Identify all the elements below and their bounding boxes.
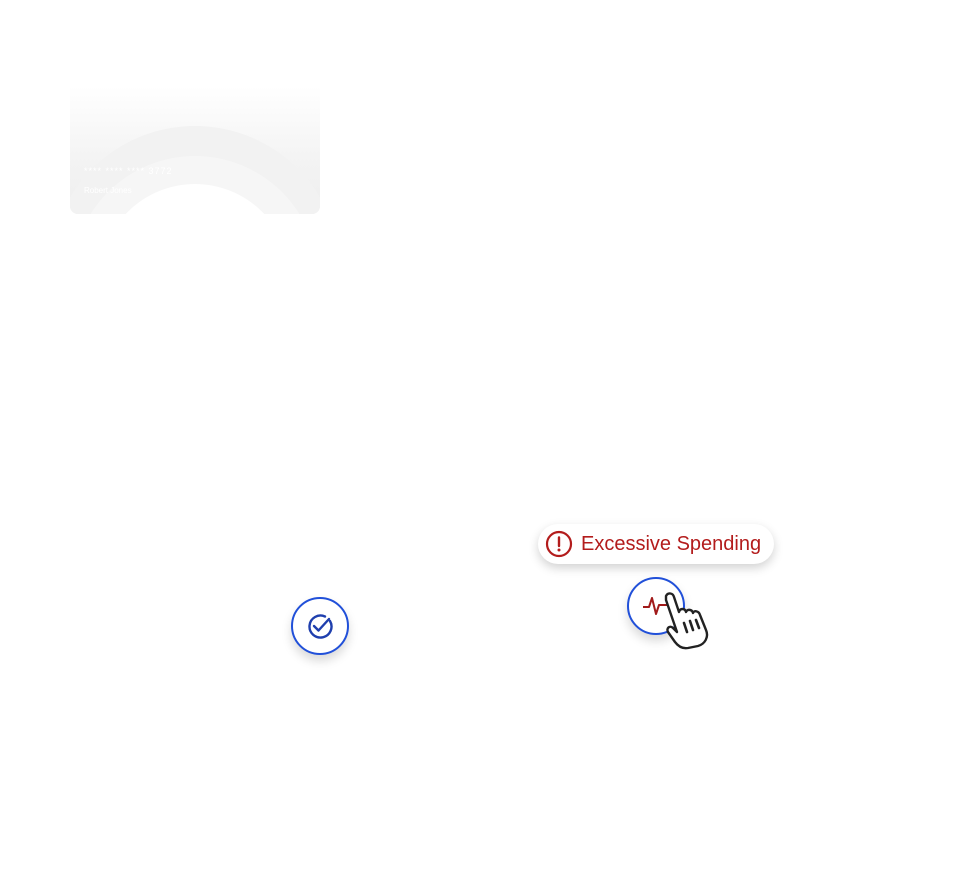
exclamation-circle-icon <box>545 530 573 558</box>
credit-card: **** **** **** 3772 Robert Jones <box>70 86 320 214</box>
check-circle-icon <box>308 614 333 639</box>
card-holder-name: Robert Jones <box>84 186 132 195</box>
excessive-spending-alert[interactable]: Excessive Spending <box>538 524 774 564</box>
check-button[interactable] <box>291 597 349 655</box>
pulse-icon <box>643 597 667 615</box>
card-number: **** **** **** 3772 <box>84 166 173 176</box>
alert-label: Excessive Spending <box>581 532 762 555</box>
hand-pointer-icon <box>664 592 709 650</box>
